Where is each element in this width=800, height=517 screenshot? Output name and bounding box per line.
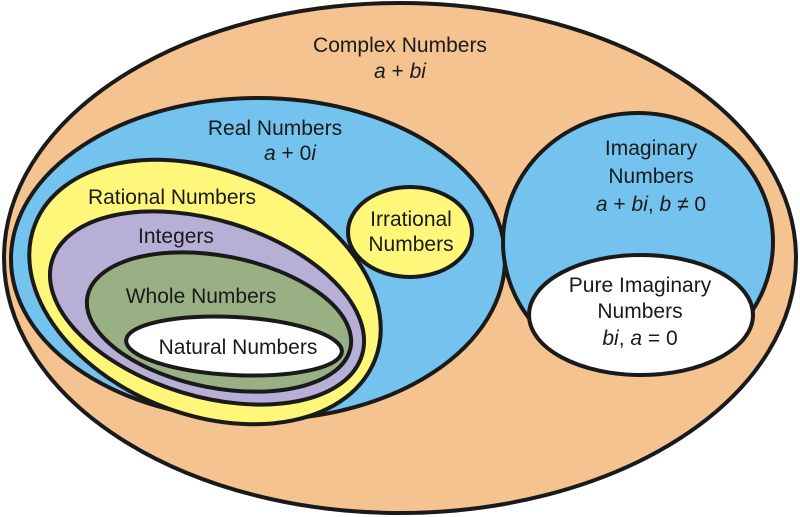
integers-label: Integers xyxy=(138,225,214,248)
formula-segment: bi xyxy=(632,193,650,216)
pure-imaginary-numbers-form: bi, a = 0 xyxy=(602,327,677,350)
formula-segment: a xyxy=(596,193,608,216)
formula-segment: ≠ 0 xyxy=(671,193,706,216)
formula-segment: bi xyxy=(410,60,428,83)
irrational-numbers-label-line2: Numbers xyxy=(368,233,453,256)
natural-numbers-label: Natural Numbers xyxy=(159,336,318,359)
formula-segment: a xyxy=(264,142,276,165)
formula-segment: bi xyxy=(602,327,620,350)
imaginary-numbers-form: a + bi, b ≠ 0 xyxy=(596,193,706,216)
formula-segment: + xyxy=(608,193,632,216)
pure-imaginary-numbers-label-line2: Numbers xyxy=(597,300,682,323)
formula-segment: , xyxy=(619,327,631,350)
formula-segment: a xyxy=(374,60,386,83)
pure-imaginary-numbers-region xyxy=(527,253,755,377)
pure-imaginary-numbers-label-line1: Pure Imaginary xyxy=(569,274,712,297)
complex-numbers-form: a + bi xyxy=(374,60,427,83)
real-numbers-form: a + 0i xyxy=(264,142,317,165)
rational-numbers-label: Rational Numbers xyxy=(88,186,256,209)
imaginary-numbers-label-line1: Imaginary xyxy=(605,137,698,160)
formula-segment: + 0 xyxy=(276,142,312,165)
formula-segment: + xyxy=(386,60,410,83)
irrational-numbers-label-line1: Irrational xyxy=(370,208,452,231)
formula-segment: = 0 xyxy=(642,327,678,350)
formula-segment: a xyxy=(630,327,642,350)
real-numbers-label: Real Numbers xyxy=(208,117,342,140)
irrational-numbers-region xyxy=(346,185,474,279)
natural-numbers-region xyxy=(124,314,344,378)
formula-segment: i xyxy=(311,142,317,165)
formula-segment: , xyxy=(648,193,660,216)
imaginary-numbers-label-line2: Numbers xyxy=(608,165,693,188)
complex-numbers-label: Complex Numbers xyxy=(313,34,487,57)
formula-segment: b xyxy=(660,193,672,216)
whole-numbers-label: Whole Numbers xyxy=(126,285,277,308)
